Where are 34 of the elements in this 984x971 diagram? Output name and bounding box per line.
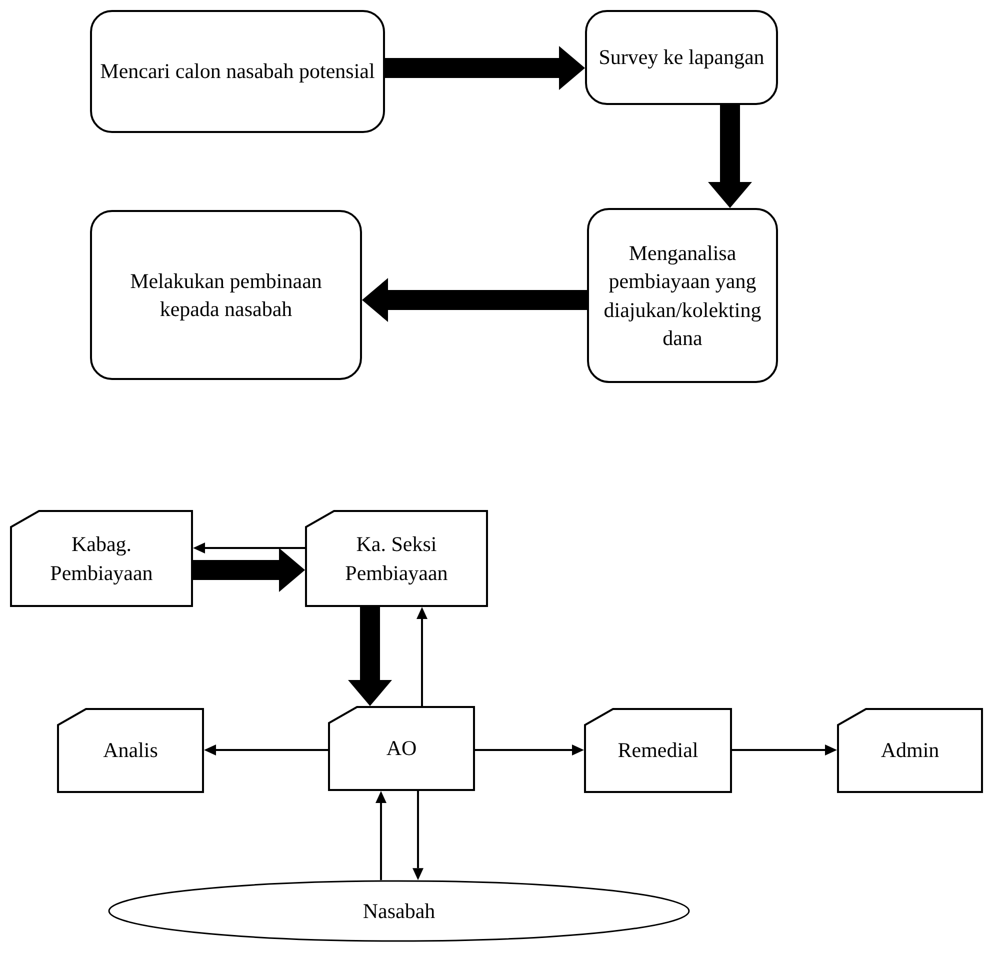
role-card <box>837 708 983 793</box>
box-label: Kabag. Pembiayaan <box>49 531 154 586</box>
role-card <box>57 708 204 793</box>
arrow <box>732 744 837 756</box>
arrow <box>376 791 386 880</box>
arrow <box>475 744 584 756</box>
block-arrow <box>193 548 305 592</box>
box-label: Melakukan pembinaan kepada nasabah <box>129 268 323 323</box>
box-label: Mencari calon nasabah potensial <box>99 58 376 86</box>
process-box <box>587 208 778 383</box>
block-arrow <box>348 607 392 706</box>
customer-ellipse <box>108 880 690 942</box>
box-label: Survey ke lapangan <box>598 44 766 72</box>
box-label: Admin <box>880 737 940 764</box>
process-box <box>90 10 385 133</box>
box-label: Analis <box>102 737 159 764</box>
role-card <box>305 510 488 607</box>
box-label: Remedial <box>616 737 700 764</box>
box-label: AO <box>385 735 418 762</box>
arrow <box>204 744 328 756</box>
block-arrow <box>708 105 752 208</box>
block-arrow <box>362 278 587 322</box>
box-label: Ka. Seksi Pembiayaan <box>344 531 449 586</box>
block-arrow <box>385 46 585 90</box>
role-card <box>10 510 193 607</box>
process-box <box>90 210 362 380</box>
arrow <box>412 791 424 880</box>
role-card <box>584 708 732 793</box>
arrow <box>193 542 305 554</box>
role-card <box>328 706 475 791</box>
process-box <box>585 10 778 105</box>
box-label: Menganalisa pembiayaan yang diajukan/kolekting dana <box>602 240 762 352</box>
arrow <box>416 607 428 706</box>
box-label: Nasabah <box>362 898 436 925</box>
